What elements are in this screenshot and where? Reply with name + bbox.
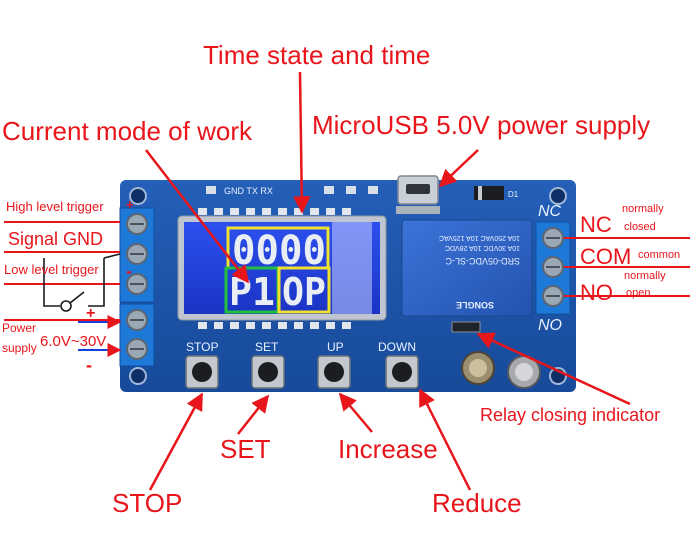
arrow-stop	[148, 392, 204, 491]
relay-line2: 10A 30VDC 10A 28VDC	[445, 244, 520, 251]
label-reduce: Reduce	[432, 488, 522, 518]
relay-model: SRD-05VDC-SL-C	[445, 256, 520, 266]
label-nc-sub1: normally	[622, 203, 664, 215]
label-microusb: MicroUSB 5.0V power supply	[312, 110, 651, 140]
label-plus-high: +	[126, 197, 134, 212]
left-terminal-power	[119, 303, 155, 367]
lcd-state-digits: OP	[282, 270, 326, 314]
label-low-level-trigger: Low level trigger	[4, 262, 99, 277]
arrow-increase	[338, 392, 373, 433]
arrow-time-state	[293, 71, 311, 214]
mount-hole-tl	[129, 187, 147, 205]
arrow-relay-indicator	[476, 332, 631, 406]
label-power: Power	[2, 321, 37, 335]
d1-silk: D1	[508, 190, 519, 199]
nc-silk: NC	[538, 203, 562, 220]
relay-indicator-led	[451, 321, 481, 333]
down-button[interactable]	[385, 355, 419, 389]
set-button[interactable]	[251, 355, 285, 389]
micro-usb-port	[396, 175, 440, 214]
relay-brand: SONGLE	[456, 300, 494, 310]
relay-line1: 10A 250VAC 10A 125VAC	[439, 234, 520, 241]
label-no: NO	[580, 280, 613, 305]
btn-stop-silk: STOP	[186, 340, 218, 354]
no-silk: NO	[538, 317, 562, 334]
mount-hole-bl	[129, 367, 147, 385]
label-current-mode: Current mode of work	[2, 116, 252, 146]
label-com: COM	[580, 244, 632, 269]
arrow-microusb	[438, 149, 479, 188]
label-voltage: 6.0V~30V	[40, 333, 107, 350]
lcd-glare	[332, 222, 372, 314]
stop-button[interactable]	[185, 355, 219, 389]
label-minus-low: -	[126, 261, 132, 281]
lcd-mode-digits: P1	[229, 270, 275, 314]
relay-body	[401, 219, 533, 317]
btn-down-silk: DOWN	[378, 340, 416, 354]
right-wiring	[564, 237, 690, 297]
label-signal-gnd: Signal GND	[8, 229, 104, 249]
lcd-pins-bottom	[198, 322, 351, 329]
header-pads	[206, 186, 378, 194]
label-high-level-trigger: High level trigger	[6, 199, 104, 214]
label-nc: NC	[580, 212, 612, 237]
label-relay-indicator: Relay closing indicator	[480, 405, 661, 425]
capacitor-left	[461, 351, 495, 385]
mount-hole-tr	[549, 187, 567, 205]
btn-set-silk: SET	[255, 340, 279, 354]
btn-up-silk: UP	[327, 340, 344, 354]
switch-symbol	[43, 253, 121, 312]
label-supply: supply	[2, 341, 37, 355]
label-no-sub1: normally	[624, 270, 666, 282]
left-terminal-signal	[119, 207, 155, 303]
up-button[interactable]	[317, 355, 351, 389]
left-wiring	[4, 221, 120, 321]
label-no-sub2: open	[626, 287, 651, 299]
arrow-current-mode	[145, 149, 250, 284]
label-nc-sub2: closed	[624, 221, 656, 233]
label-time-state: Time state and time	[203, 40, 431, 70]
arrow-set	[237, 394, 270, 435]
label-minus-power: -	[86, 355, 92, 375]
highlight-box-state	[277, 266, 331, 314]
capacitor-right	[507, 355, 541, 389]
diode-d1	[474, 186, 504, 200]
label-set: SET	[220, 434, 271, 464]
label-com-sub: common	[638, 249, 681, 261]
label-increase: Increase	[338, 434, 438, 464]
header-silk: GND TX RX	[224, 186, 273, 196]
label-stop: STOP	[112, 488, 183, 518]
label-plus-switch: +	[86, 305, 96, 322]
arrow-reduce	[418, 388, 472, 491]
